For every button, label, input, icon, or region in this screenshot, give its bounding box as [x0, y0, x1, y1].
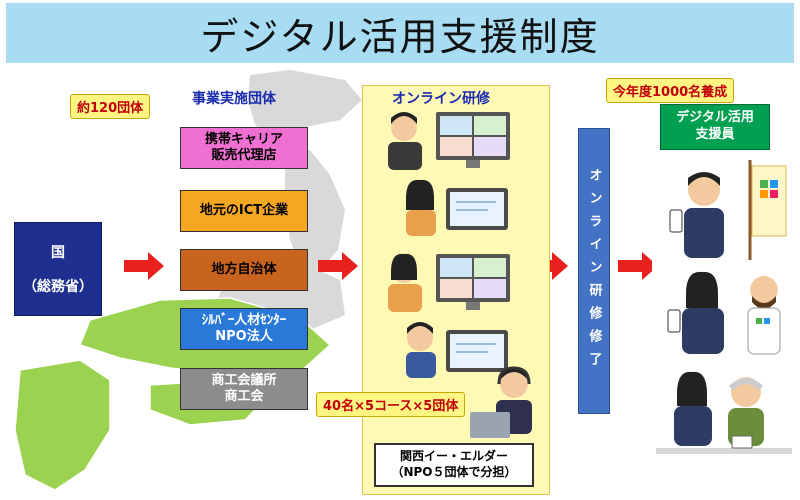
- video-conference-illustration: [388, 253, 510, 312]
- government-ministry: （総務省）: [23, 279, 93, 295]
- tablet-learner-illustration: [406, 322, 508, 378]
- org-label: NPO法人: [215, 329, 273, 344]
- map-tohoku: [285, 150, 345, 270]
- org-label: 販売代理店: [211, 148, 277, 163]
- map-hokkaido: [248, 70, 362, 140]
- arrow-right-icon: [618, 252, 658, 280]
- government-box: 国 （総務省）: [14, 222, 102, 316]
- org-box-chamber: 商工会議所商工会: [180, 368, 308, 410]
- map-kyushu: [14, 359, 111, 491]
- government-label: 国: [51, 245, 65, 261]
- supporters-illustration: [656, 160, 792, 454]
- title-bar: デジタル活用支援制度: [6, 3, 794, 63]
- page-title: デジタル活用支援制度: [200, 14, 600, 59]
- instructor-headset-illustration: [470, 366, 532, 438]
- org-label: ｼﾙﾊﾞｰ人材ｾﾝﾀｰ: [201, 312, 287, 328]
- org-box-carrier: 携帯キャリア販売代理店: [180, 127, 308, 169]
- video-conference-illustration: [388, 112, 510, 170]
- training-provider-box: 関西イー・エルダー （NPO５団体で分担）: [374, 443, 534, 487]
- org-label: 地元のICT企業: [199, 202, 289, 218]
- supporter-target-note: 今年度1000名養成: [606, 78, 735, 103]
- org-label: 商工会議所: [211, 372, 277, 388]
- supporter-label: デジタル活用: [676, 110, 754, 126]
- training-heading: オンライン研修: [392, 91, 490, 107]
- digital-supporter-box: デジタル活用 支援員: [660, 104, 770, 150]
- org-label: 商工会: [224, 389, 264, 404]
- training-provider-detail: （NPO５団体で分担）: [391, 465, 517, 479]
- arrow-right-icon: [124, 252, 164, 280]
- arrow-right-icon: [318, 252, 358, 280]
- org-count-note: 約120団体: [70, 94, 151, 119]
- implementers-heading: 事業実施団体: [192, 91, 276, 107]
- org-box-municipality: 地方自治体: [180, 249, 308, 291]
- training-quota-note: 40名×5コース×5団体: [316, 392, 466, 417]
- tablet-learner-illustration: [406, 179, 508, 236]
- training-provider-name: 関西イー・エルダー: [399, 449, 508, 464]
- org-label: 地方自治体: [211, 261, 277, 277]
- supporter-label: 支援員: [695, 127, 735, 142]
- org-box-ict: 地元のICT企業: [180, 190, 308, 232]
- training-completion-bar: オンライン研修修了: [578, 128, 610, 414]
- org-label: 携帯キャリア: [204, 131, 283, 147]
